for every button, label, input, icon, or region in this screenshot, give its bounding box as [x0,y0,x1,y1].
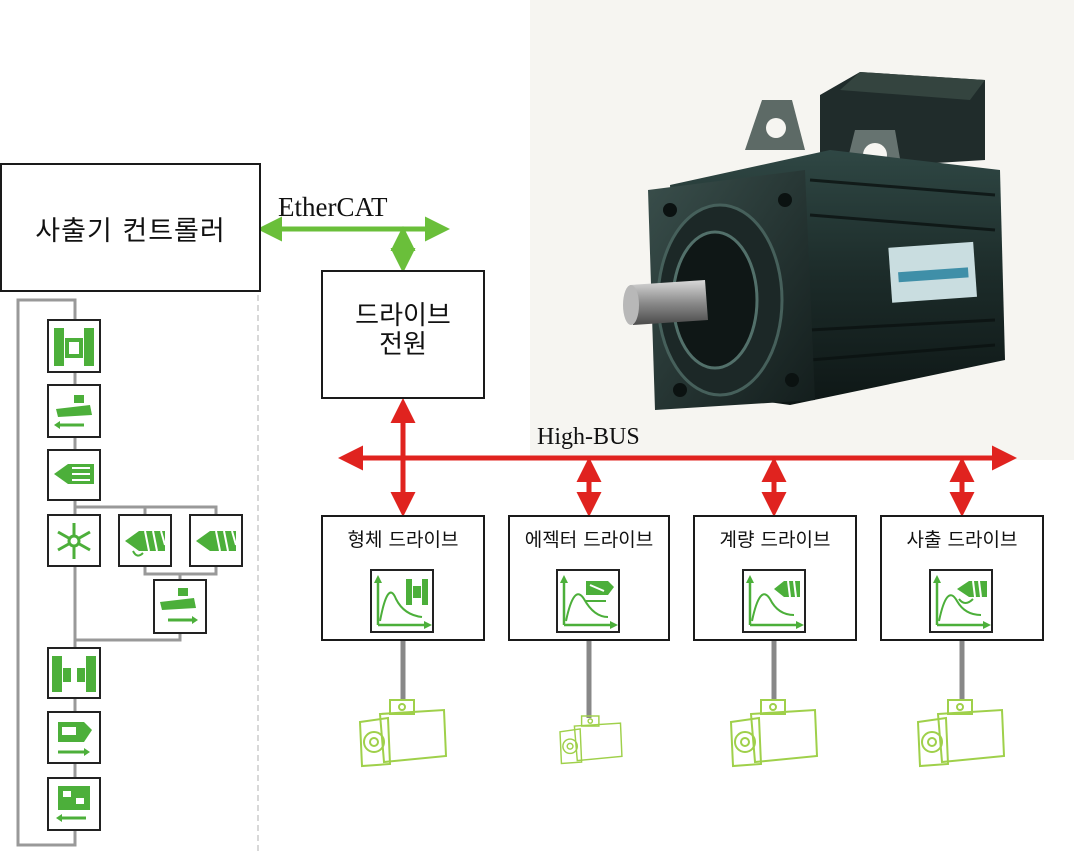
injection-icon [47,449,101,501]
highbus-label: High-BUS [537,424,640,450]
nozzle-forward-icon [47,384,101,438]
clamp-graph-icon [370,569,434,633]
drive-label: 에젝터 드라이브 [524,529,654,551]
servo-motor-icon [358,699,448,768]
part-remove-icon [47,777,101,831]
drive-power-label: 드라이브 전원 [323,302,483,360]
metering-icon [118,514,172,567]
servo-motor-icon [559,715,623,765]
drive-label: 사출 드라이브 [906,529,1018,551]
process-flow [16,295,259,855]
mold-open-icon [47,647,101,699]
servo-motor-icons [358,699,1006,768]
process-flow-lines [16,298,218,847]
drive-label: 계량 드라이브 [719,529,831,551]
nozzle-back-icon [153,579,207,634]
eject-icon [47,711,101,764]
metering-icon [189,514,243,567]
metering-graph-icon [742,569,806,633]
cooling-icon [47,514,101,567]
injection-graph-icon [929,569,993,633]
controller-label: 사출기 컨트롤러 [35,216,226,247]
drive-power-box: 드라이브 전원 [321,270,485,399]
drive-power-label-line1: 드라이브 [355,301,451,331]
drive-label: 형체 드라이브 [347,529,459,551]
ejector-drive-box: 에젝터 드라이브 [508,515,670,641]
servo-motor-illustration [623,72,1005,410]
mold-close-icon [47,319,101,373]
drive-power-label-line2: 전원 [379,330,427,360]
injection-drive-box: 사출 드라이브 [880,515,1044,641]
motor-cables [400,641,965,718]
clamp-drive-box: 형체 드라이브 [321,515,485,641]
injection-controller-box: 사출기 컨트롤러 [0,163,261,292]
ejector-graph-icon [556,569,620,633]
servo-motor-icon [729,699,819,768]
servo-motor-photo [530,0,1074,460]
ethercat-label: EtherCAT [278,192,388,222]
metering-drive-box: 계량 드라이브 [693,515,857,641]
servo-motor-icon [916,699,1006,768]
